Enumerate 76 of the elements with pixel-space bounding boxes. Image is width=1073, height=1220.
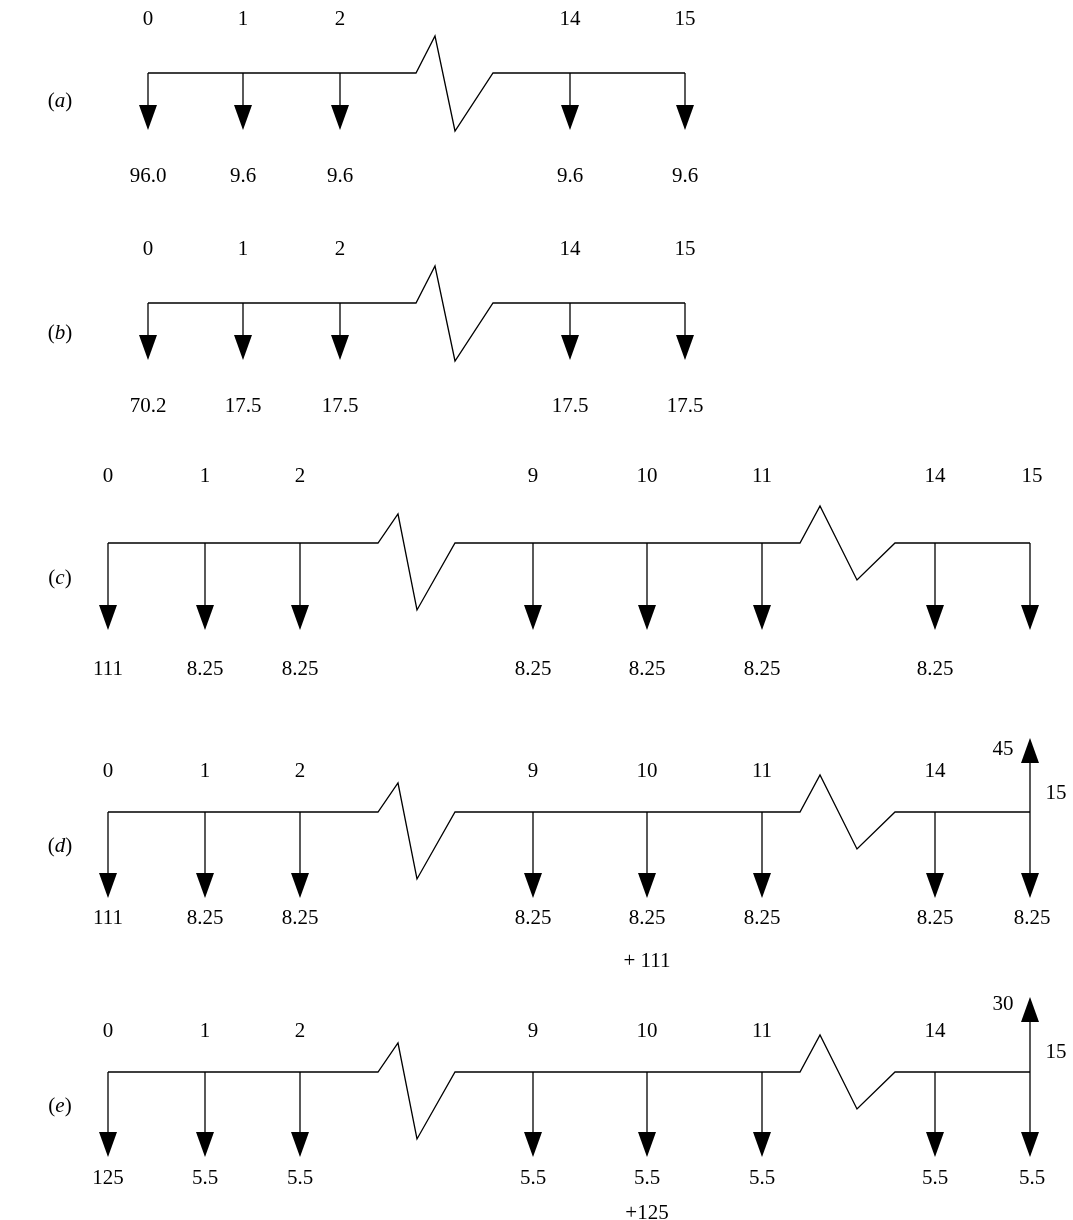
amount-label: 5.5 [748,1166,776,1188]
amount-label: 8.25 [186,657,224,679]
period-number: 15 [1021,464,1043,486]
amount-label: 8.25 [916,906,954,928]
amount-label: 8.25 [514,657,552,679]
period-number: 15 [1045,1040,1067,1062]
period-number: 1 [199,464,211,486]
period-number: 1 [237,237,249,259]
period-number: 14 [559,7,581,29]
amount-label: 8.25 [514,906,552,928]
amount-label: 17.5 [666,394,704,416]
period-number: 1 [199,759,211,781]
amount-label: 5.5 [633,1166,661,1188]
amount-label: 5.5 [191,1166,219,1188]
amount-label: 8.25 [628,657,666,679]
period-number: 10 [636,464,658,486]
amount-label: 45 [992,737,1014,759]
panel-label: (b) [47,321,73,343]
period-number: 0 [142,7,154,29]
period-number: 0 [102,464,114,486]
amount-label: 8.25 [916,657,954,679]
amount-label: 8.25 [281,657,319,679]
amount-label: 5.5 [921,1166,949,1188]
period-number: 9 [527,1019,539,1041]
period-number: 9 [527,464,539,486]
period-number: 11 [751,759,773,781]
period-number: 9 [527,759,539,781]
period-number: 0 [142,237,154,259]
period-number: 15 [1045,781,1067,803]
period-number: 2 [334,7,346,29]
period-number: 14 [559,237,581,259]
amount-label: 8.25 [628,906,666,928]
amount-label: +125 [625,1201,669,1220]
period-number: 14 [924,759,946,781]
amount-label: 111 [93,657,123,679]
amount-label: 9.6 [556,164,584,186]
period-number: 0 [102,1019,114,1041]
period-number: 2 [334,237,346,259]
period-number: 1 [237,7,249,29]
period-number: 11 [751,464,773,486]
period-number: 15 [674,237,696,259]
amount-label: 17.5 [224,394,262,416]
amount-label: 8.25 [186,906,224,928]
amount-label: 125 [92,1166,124,1188]
period-number: 10 [636,759,658,781]
amount-label: 9.6 [326,164,354,186]
amount-label: 9.6 [671,164,699,186]
period-number: 2 [294,1019,306,1041]
amount-label: 111 [93,906,123,928]
period-number: 14 [924,464,946,486]
period-number: 1 [199,1019,211,1041]
amount-label: 8.25 [281,906,319,928]
period-number: 2 [294,759,306,781]
amount-label: 17.5 [321,394,359,416]
panel-label: (e) [48,1094,72,1116]
amount-label: 8.25 [1013,906,1051,928]
amount-label: 70.2 [129,394,167,416]
amount-label: 96.0 [129,164,167,186]
panel-label: (d) [47,834,73,856]
period-number: 14 [924,1019,946,1041]
amount-label: 8.25 [743,657,781,679]
amount-label: 8.25 [743,906,781,928]
amount-label: 5.5 [1018,1166,1046,1188]
period-number: 11 [751,1019,773,1041]
panel-label: (c) [48,566,72,588]
period-number: 2 [294,464,306,486]
period-number: 10 [636,1019,658,1041]
amount-label: 17.5 [551,394,589,416]
amount-label: 5.5 [286,1166,314,1188]
amount-label: 5.5 [519,1166,547,1188]
period-number: 15 [674,7,696,29]
amount-label: 30 [992,992,1014,1014]
panel-label: (a) [47,89,73,111]
amount-label: + 111 [623,949,671,971]
amount-label: 9.6 [229,164,257,186]
period-number: 0 [102,759,114,781]
